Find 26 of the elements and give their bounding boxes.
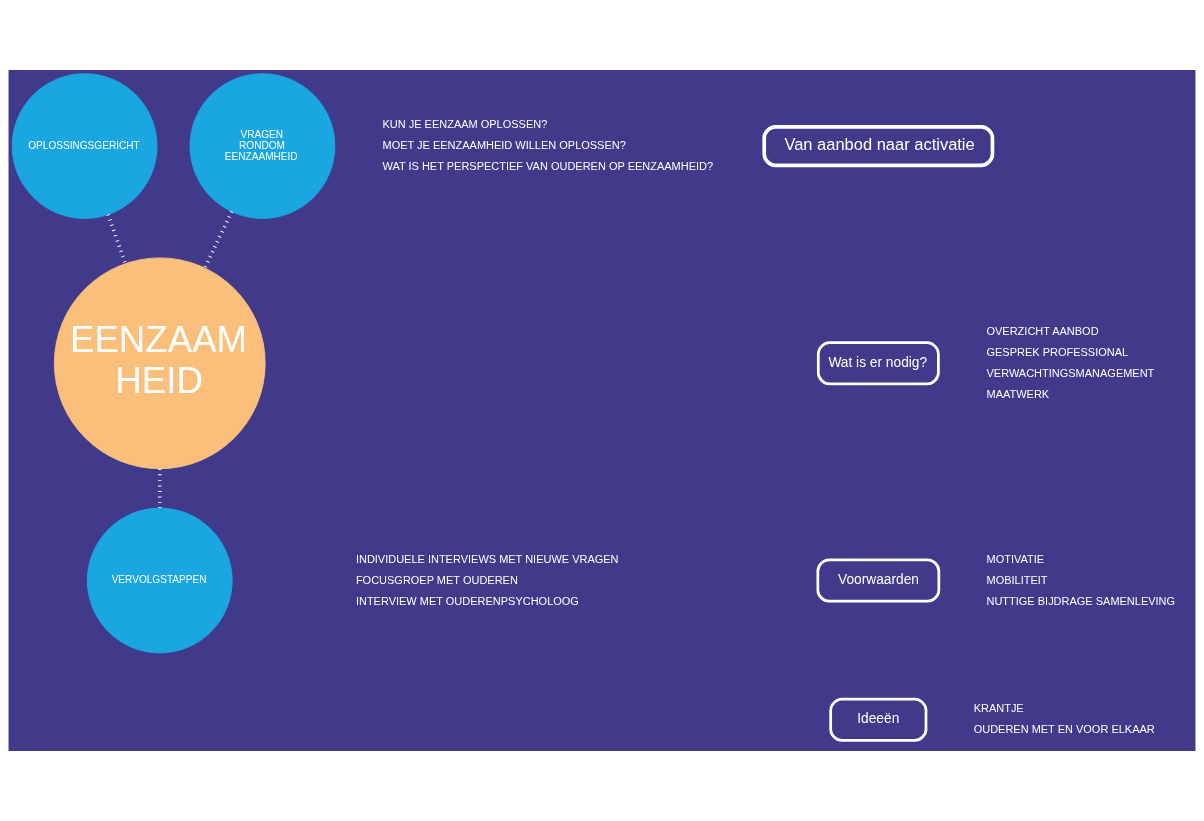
node-circle: VERVOLGSTAPPEN xyxy=(86,507,233,654)
connector xyxy=(203,210,234,269)
node-label: KRANTJE xyxy=(973,702,1024,715)
node-label: FOCUSGROEP MET OUDEREN xyxy=(355,573,518,586)
node-label: GESPREK PROFESSIONAL xyxy=(986,345,1129,358)
node-label: MOBILITEIT xyxy=(986,573,1048,586)
connector xyxy=(157,468,162,508)
node-circle: EENZAAM HEID xyxy=(53,257,266,470)
node-label: INDIVIDUELE INTERVIEWS MET NIEUWE VRAGEN xyxy=(355,552,619,565)
node-label: WAT IS HET PERSPECTIEF VAN OUDEREN OP EENZAAMHEID? xyxy=(382,160,714,173)
node-label: NUTTIGE BIJDRAGE SAMENLEVING xyxy=(986,594,1176,607)
node-box: Van aanbod naar activatie xyxy=(762,125,995,168)
node-label: MOET JE EENZAAMHEID WILLEN OPLOSSEN? xyxy=(382,139,626,152)
node-label: VERWACHTINGSMANAGEMENT xyxy=(986,366,1155,379)
node-label: OVERZICHT AANBOD xyxy=(986,324,1099,337)
node-label: MAATWERK xyxy=(986,387,1050,400)
node-label: MOTIVATIE xyxy=(986,552,1045,565)
node-label: OUDEREN MET EN VOOR ELKAAR xyxy=(973,723,1155,736)
node-box: Voorwaarden xyxy=(816,558,941,603)
node-label: INTERVIEW MET OUDERENPSYCHOLOOG xyxy=(355,594,579,607)
node-box: Ideeën xyxy=(829,697,928,742)
node-box: Wat is er nodig? xyxy=(816,341,940,386)
node-label: KUN JE EENZAAM OPLOSSEN? xyxy=(382,118,548,131)
connector xyxy=(106,213,127,265)
node-circle: OPLOSSINGSGERICHT xyxy=(11,73,158,219)
node-circle: VRAGEN RONDOM EENZAAMHEID xyxy=(189,73,336,219)
